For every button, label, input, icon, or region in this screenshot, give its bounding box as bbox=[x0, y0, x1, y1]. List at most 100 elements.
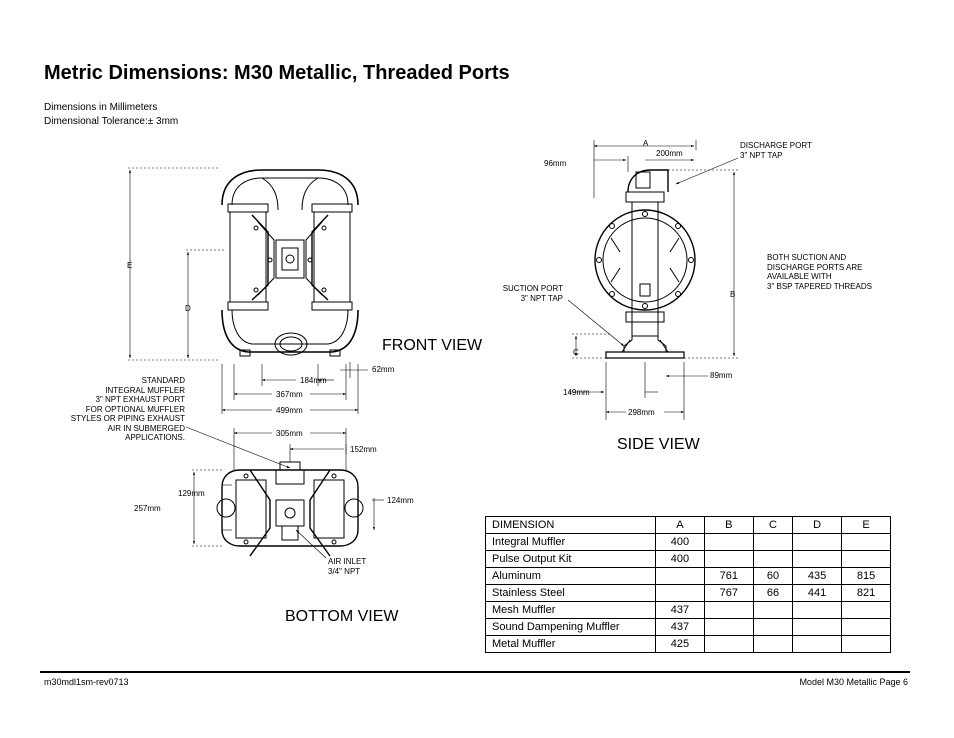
dim-124-label: 124mm bbox=[387, 496, 414, 505]
units-note: Dimensions in Millimeters bbox=[44, 102, 158, 113]
table-cell bbox=[703, 635, 754, 653]
bottom-view-label: BOTTOM VIEW bbox=[285, 608, 399, 625]
dim-e-label: E bbox=[127, 261, 132, 270]
table-cell bbox=[792, 635, 843, 653]
dim-149-label: 149mm bbox=[563, 388, 590, 397]
dim-257-label: 257mm bbox=[134, 504, 161, 513]
dim-c-label: C bbox=[573, 348, 579, 357]
dim-62-label: 62mm bbox=[372, 365, 395, 374]
table-cell: Stainless Steel bbox=[485, 584, 656, 602]
table-cell bbox=[703, 533, 754, 551]
dim-b-label: B bbox=[730, 290, 735, 299]
table-cell: 425 bbox=[655, 635, 705, 653]
table-cell bbox=[655, 584, 705, 602]
table-cell: 441 bbox=[792, 584, 843, 602]
dim-367-label: 367mm bbox=[276, 390, 303, 399]
table-row: Aluminum 761 60 435 815 bbox=[485, 567, 891, 585]
table-cell: Sound Dampening Muffler bbox=[485, 618, 656, 636]
dim-298-label: 298mm bbox=[628, 408, 655, 417]
bottom-view-drawing bbox=[216, 461, 364, 557]
table-cell bbox=[655, 567, 705, 585]
air-inlet-note: AIR INLET 3/4" NPT bbox=[328, 557, 366, 576]
threads-note-line: AVAILABLE WITH bbox=[767, 272, 832, 281]
front-view-label: FRONT VIEW bbox=[382, 337, 483, 354]
dim-89-label: 89mm bbox=[710, 371, 733, 380]
side-view-label: SIDE VIEW bbox=[617, 436, 700, 453]
suction-port-line: 3" NPT TAP bbox=[520, 293, 563, 303]
table-cell: 437 bbox=[655, 618, 705, 636]
table-header-cell: E bbox=[841, 516, 891, 534]
table-cell: 821 bbox=[841, 584, 891, 602]
muffler-note-line: FOR OPTIONAL MUFFLER bbox=[85, 404, 185, 414]
table-header-cell: A bbox=[655, 516, 705, 534]
table-cell bbox=[752, 635, 794, 653]
table-cell bbox=[792, 550, 843, 568]
side-view-drawing bbox=[594, 169, 696, 359]
threads-note-line: BOTH SUCTION AND bbox=[767, 253, 847, 262]
table-row: Integral Muffler 400 bbox=[485, 533, 891, 551]
table-cell: 60 bbox=[752, 567, 794, 585]
table-cell: 437 bbox=[655, 601, 705, 619]
table-cell: 66 bbox=[752, 584, 794, 602]
table-cell bbox=[703, 601, 754, 619]
table-cell: 815 bbox=[841, 567, 891, 585]
page-title: Metric Dimensions: M30 Metallic, Threade… bbox=[44, 62, 510, 84]
table-cell bbox=[792, 601, 843, 619]
table-cell bbox=[792, 618, 843, 636]
table-cell: Integral Muffler bbox=[485, 533, 656, 551]
air-inlet-line: AIR INLET bbox=[328, 557, 367, 566]
threads-note: BOTH SUCTION AND DISCHARGE PORTS ARE AVA… bbox=[767, 253, 872, 291]
table-header-cell: C bbox=[752, 516, 794, 534]
table-cell: 400 bbox=[655, 533, 705, 551]
table-cell bbox=[841, 533, 891, 551]
table-cell bbox=[703, 550, 754, 568]
table-row: Mesh Muffler 437 bbox=[485, 601, 891, 619]
discharge-port-note: DISCHARGE PORT 3" NPT TAP bbox=[740, 141, 812, 160]
muffler-note-line: INTEGRAL MUFFLER bbox=[105, 385, 185, 395]
table-cell bbox=[841, 618, 891, 636]
table-cell: Mesh Muffler bbox=[485, 601, 656, 619]
dim-152-label: 152mm bbox=[350, 445, 377, 454]
table-cell: 767 bbox=[703, 584, 754, 602]
footer-page-label: Model M30 Metallic Page 6 bbox=[799, 677, 908, 687]
muffler-note-line: 3" NPT EXHAUST PORT bbox=[95, 395, 185, 404]
dimension-table: DIMENSION A B C D E Integral Muffler 400… bbox=[485, 516, 891, 653]
footer-doc-id: m30mdl1sm-rev0713 bbox=[44, 677, 129, 687]
dim-305-label: 305mm bbox=[276, 429, 303, 438]
muffler-note-line: STANDARD bbox=[141, 376, 185, 385]
table-row: Metal Muffler 425 bbox=[485, 635, 891, 653]
table-cell bbox=[841, 550, 891, 568]
muffler-note-line: STYLES OR PIPING EXHAUST bbox=[70, 414, 185, 423]
table-cell bbox=[752, 550, 794, 568]
table-cell: Metal Muffler bbox=[485, 635, 656, 653]
table-cell bbox=[841, 601, 891, 619]
footer-divider bbox=[40, 671, 910, 673]
table-cell: 400 bbox=[655, 550, 705, 568]
table-row: Sound Dampening Muffler 437 bbox=[485, 618, 891, 636]
table-cell: 435 bbox=[792, 567, 843, 585]
table-cell: Aluminum bbox=[485, 567, 656, 585]
suction-port-line: SUCTION PORT bbox=[502, 284, 563, 293]
table-header-cell: D bbox=[792, 516, 843, 534]
table-row: Pulse Output Kit 400 bbox=[485, 550, 891, 568]
dim-d-label: D bbox=[185, 304, 191, 313]
table-header-cell: B bbox=[703, 516, 754, 534]
suction-port-note: SUCTION PORT 3" NPT TAP bbox=[470, 284, 563, 303]
front-view-drawing bbox=[221, 169, 359, 357]
threads-note-line: 3" BSP TAPERED THREADS bbox=[767, 281, 872, 291]
table-cell bbox=[752, 618, 794, 636]
table-cell: Pulse Output Kit bbox=[485, 550, 656, 568]
table-cell bbox=[703, 618, 754, 636]
dim-200-label: 200mm bbox=[656, 149, 683, 158]
dim-184-label: 184mm bbox=[300, 376, 327, 385]
table-cell bbox=[752, 601, 794, 619]
table-header-cell: DIMENSION bbox=[485, 516, 656, 534]
threads-note-line: DISCHARGE PORTS ARE bbox=[767, 262, 863, 272]
table-cell: 761 bbox=[703, 567, 754, 585]
table-cell bbox=[841, 635, 891, 653]
dim-499-label: 499mm bbox=[276, 406, 303, 415]
discharge-port-line: DISCHARGE PORT bbox=[740, 141, 812, 150]
tolerance-note: Dimensional Tolerance:± 3mm bbox=[44, 116, 179, 127]
discharge-port-line: 3" NPT TAP bbox=[740, 150, 783, 160]
